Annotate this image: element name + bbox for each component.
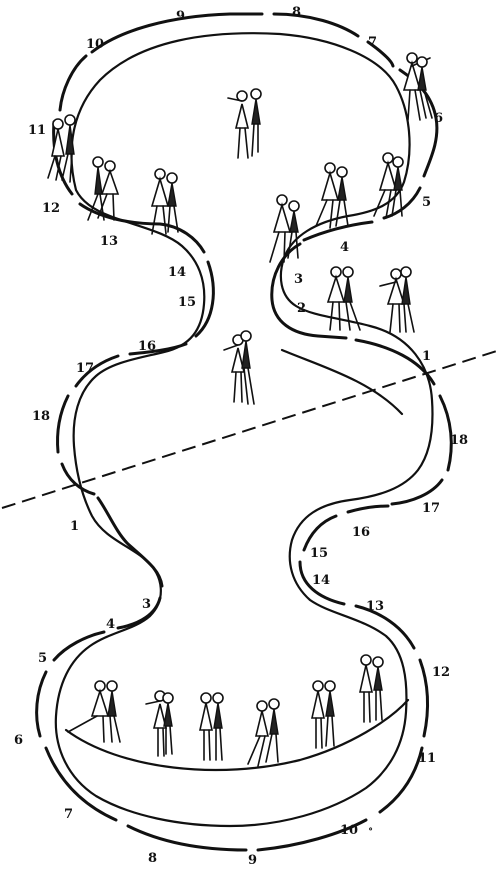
upper-number-7: 7 bbox=[368, 35, 377, 50]
lower-number-8: 8 bbox=[148, 851, 157, 866]
lower-number-15: 15 bbox=[310, 546, 328, 561]
upper-number-3: 3 bbox=[294, 272, 303, 287]
skater-couple-bottom-1 bbox=[67, 680, 121, 743]
lower-number-1: 1 bbox=[70, 519, 79, 534]
lower-number-14: 14 bbox=[312, 573, 330, 588]
skater-couple-bottom-2 bbox=[145, 690, 174, 757]
lower-number-18: 18 bbox=[450, 433, 468, 448]
skater-couple-bottom-6 bbox=[359, 654, 384, 723]
upper-number-2: 2 bbox=[297, 301, 306, 316]
outer-track bbox=[35, 12, 453, 852]
lower-number-16: 16 bbox=[352, 525, 370, 540]
upper-number-12: 12 bbox=[42, 201, 60, 216]
lower-lobe-numbers: 1 3 4 5 6 7 8 9 10 11 12 13 14 15 16 17 … bbox=[14, 433, 468, 868]
upper-number-4: 4 bbox=[340, 240, 349, 255]
upper-number-9: 9 bbox=[176, 9, 185, 24]
lower-number-17: 17 bbox=[422, 501, 440, 516]
upper-number-5: 5 bbox=[422, 195, 431, 210]
skater-single-center bbox=[223, 330, 255, 405]
skater-couple-right-4 bbox=[326, 266, 361, 331]
inner-track bbox=[54, 32, 434, 828]
upper-number-13: 13 bbox=[100, 234, 118, 249]
lower-number-3: 3 bbox=[142, 597, 151, 612]
lower-number-12: 12 bbox=[432, 665, 450, 680]
skater-couple-bottom-4 bbox=[247, 698, 280, 767]
skater-couple-upper-left-2 bbox=[150, 168, 179, 235]
skater-figures bbox=[47, 52, 433, 767]
small-mark: ∘ bbox=[368, 824, 373, 835]
upper-number-14: 14 bbox=[168, 265, 186, 280]
skater-couple-bottom-5 bbox=[311, 680, 336, 749]
upper-number-10: 10 bbox=[86, 37, 104, 52]
lower-number-7: 7 bbox=[64, 807, 73, 822]
skater-couple-top-left bbox=[47, 114, 76, 183]
skater-couple-right-5 bbox=[379, 266, 415, 333]
upper-lobe-numbers: 1 2 3 4 5 6 7 8 9 10 11 12 13 14 15 16 1… bbox=[28, 5, 443, 424]
divider-line bbox=[1, 349, 500, 509]
upper-number-1: 1 bbox=[422, 349, 431, 364]
lower-number-5: 5 bbox=[38, 651, 47, 666]
skater-couple-right-1 bbox=[373, 152, 404, 219]
upper-number-18: 18 bbox=[32, 409, 50, 424]
upper-number-6: 6 bbox=[434, 111, 443, 126]
lower-number-13: 13 bbox=[366, 599, 384, 614]
skater-single-top-center bbox=[227, 88, 262, 159]
upper-number-11: 11 bbox=[28, 123, 46, 138]
lower-number-11: 11 bbox=[418, 751, 436, 766]
lower-number-9: 9 bbox=[248, 853, 257, 868]
lower-number-4: 4 bbox=[106, 617, 115, 632]
upper-number-17: 17 bbox=[76, 361, 94, 376]
skater-couple-right-3 bbox=[269, 194, 300, 263]
lower-number-6: 6 bbox=[14, 733, 23, 748]
skater-couple-top-right bbox=[402, 52, 433, 121]
skater-couple-upper-left-1 bbox=[87, 156, 120, 221]
upper-number-15: 15 bbox=[178, 295, 196, 310]
skater-couple-right-2 bbox=[315, 162, 349, 229]
upper-number-16: 16 bbox=[138, 339, 156, 354]
upper-number-8: 8 bbox=[292, 5, 301, 20]
lower-number-10: 10 bbox=[340, 823, 358, 838]
skater-couple-bottom-3 bbox=[199, 692, 224, 761]
